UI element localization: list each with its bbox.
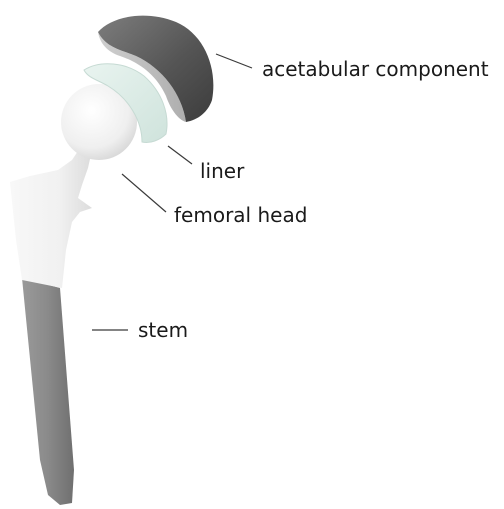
leader-line-liner bbox=[168, 146, 192, 164]
label-femoral-head: femoral head bbox=[174, 203, 307, 227]
stem-lower-part bbox=[22, 278, 74, 505]
leader-line-femoral-head bbox=[122, 174, 166, 212]
label-stem: stem bbox=[138, 318, 188, 342]
stem-upper-part bbox=[10, 148, 92, 288]
label-liner: liner bbox=[200, 159, 245, 183]
label-acetabular-component: acetabular component bbox=[262, 57, 489, 81]
leader-line-acetabular bbox=[216, 54, 252, 68]
